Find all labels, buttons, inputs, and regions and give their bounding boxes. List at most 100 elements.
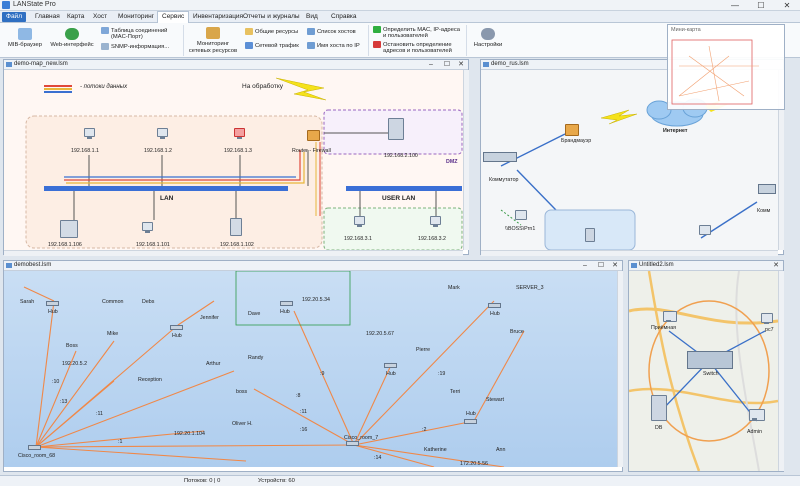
server-icon[interactable]	[60, 220, 78, 238]
panel-close-icon[interactable]: ✕	[458, 61, 464, 68]
node-label: 192.20.5.67	[366, 331, 394, 337]
vertical-scrollbar[interactable]	[778, 70, 784, 250]
panel-header: demo-map_new.lsm – ☐ ✕	[4, 60, 468, 70]
map-panel-best[interactable]: demobest.lsm – ☐ ✕	[3, 260, 623, 472]
computer-icon[interactable]	[354, 216, 365, 227]
router-icon[interactable]	[346, 441, 359, 446]
firewall-icon[interactable]	[307, 130, 320, 141]
switch-icon[interactable]	[687, 351, 733, 369]
menu-service[interactable]: Сервис	[157, 11, 190, 23]
minimap[interactable]: Мини-карта	[667, 24, 785, 110]
ip-icon	[307, 42, 315, 49]
globe-icon	[65, 28, 79, 40]
hub-icon[interactable]	[464, 419, 477, 424]
monitor-icon	[206, 27, 220, 39]
ip-label: 192.168.1.3	[224, 148, 252, 154]
server-icon[interactable]	[651, 395, 667, 421]
minimize-icon[interactable]: —	[731, 1, 739, 10]
router-icon[interactable]	[28, 445, 41, 450]
link-label: :11	[300, 409, 307, 415]
node-label: DB	[655, 425, 663, 431]
switch-icon[interactable]	[483, 152, 517, 162]
map-canvas[interactable]: - потоки данных На обработку 192.168.1.1…	[4, 70, 463, 250]
conn-table-label: Таблица соединений	[111, 28, 168, 35]
computer-icon[interactable]	[663, 311, 677, 322]
panel-minimize-icon[interactable]: –	[429, 61, 433, 68]
processing-label: На обработку	[242, 83, 284, 90]
menu-reports[interactable]: Отчеты и журналы	[243, 13, 300, 20]
computer-icon[interactable]	[84, 128, 95, 139]
server-icon[interactable]	[585, 228, 595, 242]
host-ip-label: Имя хоста по IP	[317, 43, 360, 50]
snmp-info-button[interactable]: SNMP-информация...	[101, 43, 169, 51]
detect-mac-button[interactable]: Определить MAC, IP-адреса	[373, 26, 460, 34]
web-interface-button[interactable]: Web-интерфейс	[50, 28, 94, 49]
node-label: Jennifer	[200, 315, 219, 321]
panel-maximize-icon[interactable]: ☐	[443, 61, 451, 68]
host-by-ip-button[interactable]: Имя хоста по IP	[307, 42, 360, 50]
traffic-button[interactable]: Сетевой трафик	[245, 42, 299, 50]
laptop-icon[interactable]	[749, 409, 765, 421]
maximize-icon[interactable]: ☐	[757, 1, 765, 10]
server-icon[interactable]	[230, 218, 242, 236]
horizontal-scrollbar[interactable]	[481, 250, 778, 256]
menu-home[interactable]: Главная	[35, 13, 60, 20]
node-label: Oliver H.	[232, 421, 253, 427]
computer-alert-icon[interactable]	[234, 128, 245, 139]
hub-icon[interactable]	[46, 301, 59, 306]
node-label: Terri	[450, 389, 461, 395]
computer-icon[interactable]	[157, 128, 168, 139]
panel-close-icon[interactable]: ✕	[773, 262, 779, 269]
computer-icon[interactable]	[430, 216, 441, 227]
menu-file[interactable]: Файл	[2, 12, 26, 22]
conn-table-button[interactable]: Таблица соединений	[101, 27, 167, 35]
node-label: Hub	[172, 333, 182, 339]
menu-monitoring[interactable]: Мониторинг	[118, 13, 155, 20]
map-panel-new[interactable]: demo-map_new.lsm – ☐ ✕	[3, 59, 469, 256]
gear-icon	[481, 28, 495, 40]
firewall-icon[interactable]	[565, 124, 579, 136]
shared-resources-button[interactable]: Общие ресурсы	[245, 28, 298, 36]
node-label: Dave	[248, 311, 261, 317]
settings-button[interactable]: Настройки	[471, 28, 505, 49]
switch-icon[interactable]	[758, 184, 776, 194]
map-panel-rus[interactable]: demo_rus.lsm Брандмауэр Интернет Коммута…	[480, 59, 784, 256]
panel-maximize-icon[interactable]: ☐	[597, 262, 605, 269]
hub-icon[interactable]	[280, 301, 293, 306]
map-canvas[interactable]: Приёмная pc7 Switch DB Admin	[629, 271, 778, 471]
ip-label: 192.168.3.1	[344, 236, 372, 242]
menu-map[interactable]: Карта	[67, 13, 85, 20]
hub-icon[interactable]	[384, 363, 397, 368]
node-label: Hub	[490, 311, 500, 317]
host-list-button[interactable]: Список хостов	[307, 28, 356, 36]
menu-inventory[interactable]: Инвентаризация	[193, 13, 244, 20]
map-canvas[interactable]: Sarah Hub Common Debs Mike Hub Jennifer …	[4, 271, 617, 467]
panel-minimize-icon[interactable]: –	[583, 262, 587, 269]
vertical-scrollbar[interactable]	[617, 271, 623, 467]
node-label: Switch	[703, 371, 719, 377]
vertical-scrollbar[interactable]	[778, 271, 784, 471]
hub-icon[interactable]	[170, 325, 183, 330]
menu-bar: Файл Главная Карта Хост Мониторинг Серви…	[0, 11, 800, 23]
stop-detect-button[interactable]: Остановить определение	[373, 41, 452, 49]
menu-host[interactable]: Хост	[93, 13, 108, 20]
mib-browser-button[interactable]: MIB-браузер	[6, 28, 44, 49]
menu-help[interactable]: Справка	[331, 13, 357, 20]
horizontal-scrollbar[interactable]	[4, 250, 463, 256]
menu-view[interactable]: Вид	[306, 13, 318, 20]
house-icon[interactable]	[699, 225, 711, 235]
server-icon[interactable]	[388, 118, 404, 140]
close-icon[interactable]: ✕	[783, 1, 791, 10]
ip-label: 192.168.1.1	[71, 148, 99, 154]
table-icon	[101, 27, 109, 34]
panel-close-icon[interactable]: ✕	[612, 262, 618, 269]
hub-icon[interactable]	[488, 303, 501, 308]
map-panel-untitled[interactable]: Untitled2.lsm ✕ Приёмная pc7 Switch DB A…	[628, 260, 784, 472]
dmz-label: DMZ	[446, 159, 458, 165]
computer-icon[interactable]	[761, 313, 773, 324]
vertical-scrollbar[interactable]	[463, 70, 469, 250]
ip-label: 192.168.1.2	[144, 148, 172, 154]
computer-icon[interactable]	[142, 222, 153, 233]
printer-icon[interactable]	[515, 210, 527, 220]
